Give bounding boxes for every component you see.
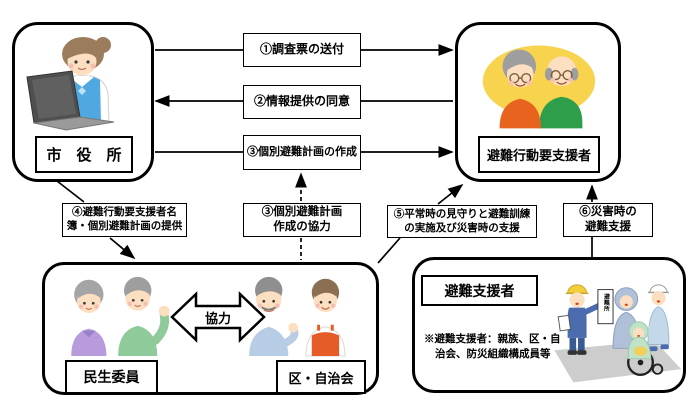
cooperation-label: 協力 bbox=[196, 306, 240, 328]
minsei-label-text: 民生委員 bbox=[83, 369, 140, 385]
supporters-label-text: 避難支援者 bbox=[444, 282, 515, 299]
jichikai-label: 区・自治会 bbox=[276, 360, 366, 394]
supporters-label: 避難支援者 bbox=[421, 275, 538, 306]
jichikai-label-text: 区・自治会 bbox=[288, 370, 354, 386]
flow6-label-line2: 避難支援 bbox=[585, 221, 631, 233]
recipients-label-text: 避難行動要支援者 bbox=[486, 148, 591, 163]
city-office-label-text: 市 役 所 bbox=[46, 147, 122, 164]
arrow-flow5-upper bbox=[437, 183, 464, 205]
flow2-label: ②情報提供の同意 bbox=[243, 85, 361, 119]
evacuation-scene-illustration: 避難所 bbox=[554, 284, 682, 383]
flow5-label-line2: の実施及び災害時の支援 bbox=[404, 221, 520, 234]
cooperation-label-text: 協力 bbox=[204, 310, 231, 326]
node-supporters: 避難支援者 ※避難支援者：親族、区・自 治会、防災組織構成員等 避難所 bbox=[412, 257, 686, 393]
supporters-note: ※避難支援者：親族、区・自 治会、防災組織構成員等 bbox=[424, 332, 561, 361]
flow6-label: ⑥災害時の 避難支援 bbox=[563, 203, 653, 237]
flow5-label-line1: ⑤平常時の見守りと避難訓練 bbox=[393, 207, 531, 220]
flow4-label: ④避難行動要支援者名 簿・個別避難計画の提供 bbox=[62, 203, 187, 237]
arrow-flow4-lower bbox=[109, 237, 136, 260]
city-office-clerk-illustration bbox=[26, 37, 115, 131]
line-flow4-upper bbox=[56, 180, 85, 203]
flow3b-label-line2: 作成の協力 bbox=[273, 221, 331, 233]
city-office-label: 市 役 所 bbox=[35, 136, 133, 173]
flow3-label: ③個別避難計画の作成 bbox=[243, 135, 361, 170]
flow2-label-text: ②情報提供の同意 bbox=[253, 94, 350, 109]
flow3-label-text: ③個別避難計画の作成 bbox=[247, 146, 357, 159]
minsei-label: 民生委員 bbox=[65, 360, 158, 394]
flow4-label-line1: ④避難行動要支援者名 bbox=[72, 206, 177, 219]
flow1-label: ①調査票の送付 bbox=[243, 33, 361, 67]
flow4-label-line2: 簿・個別避難計画の提供 bbox=[66, 220, 183, 232]
flow1-label-text: ①調査票の送付 bbox=[259, 42, 344, 57]
elderly-couple-illustration bbox=[482, 45, 596, 129]
node-recipients: 避難行動要支援者 bbox=[455, 22, 621, 182]
recipients-label: 避難行動要支援者 bbox=[478, 136, 600, 173]
community-people-illustration bbox=[71, 276, 346, 357]
line-flow5-lower bbox=[377, 237, 401, 264]
supporters-note-line2: 治会、防災組織構成員等 bbox=[435, 347, 551, 360]
flow3b-label: ③個別避難計画 作成の協力 bbox=[243, 203, 361, 237]
shelter-sign-text: 避難所 bbox=[602, 293, 609, 313]
node-community: 民生委員 区・自治会 bbox=[42, 262, 379, 395]
supporters-note-line1: ※避難支援者：親族、区・自 bbox=[424, 333, 561, 345]
flow6-label-line1: ⑥災害時の bbox=[579, 206, 637, 219]
flow5-label: ⑤平常時の見守りと避難訓練 の実施及び災害時の支援 bbox=[387, 205, 537, 238]
flow3b-label-line1: ③個別避難計画 bbox=[261, 206, 343, 219]
node-city-office: 市 役 所 bbox=[12, 22, 154, 182]
